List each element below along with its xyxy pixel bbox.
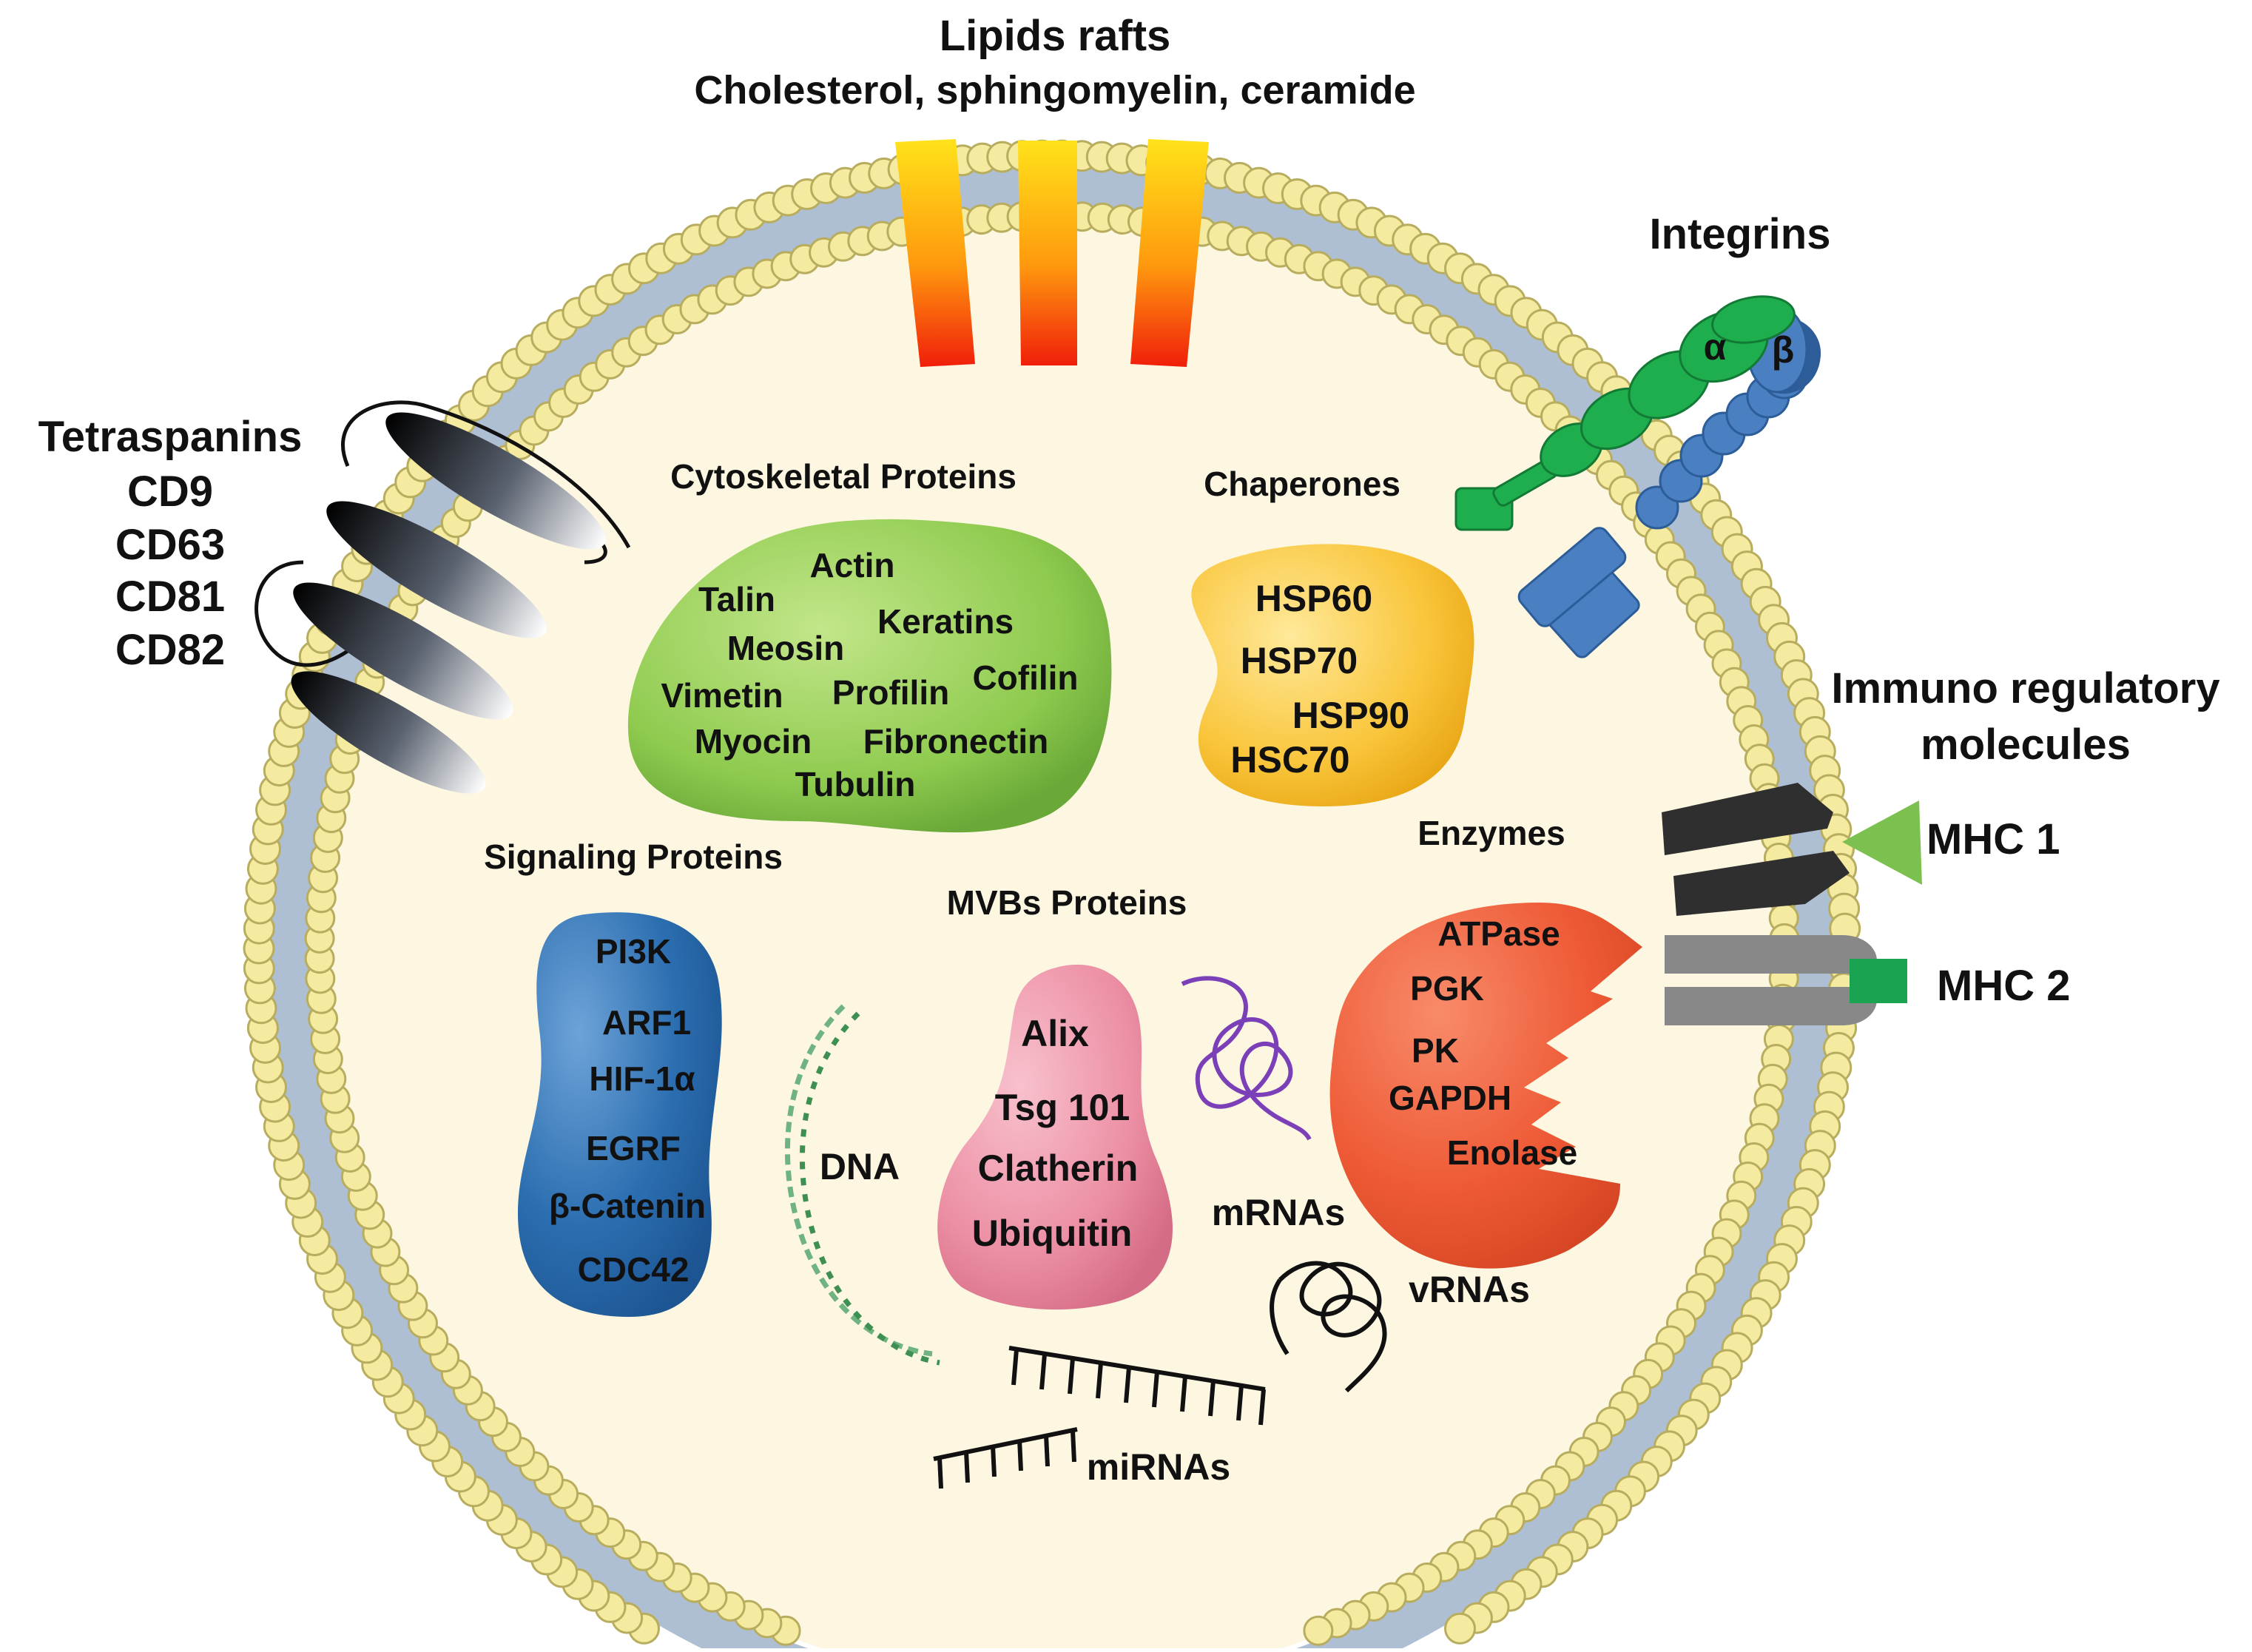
mvbs-ubiquitin: Ubiquitin: [972, 1213, 1133, 1254]
mhc-group: Immuno regulatory molecules MHC 1 MHC 2: [1662, 664, 2220, 1025]
mhc2-label: MHC 2: [1937, 962, 2070, 1010]
enzyme-atpase: ATPase: [1437, 914, 1560, 953]
immuno-title-line1: Immuno regulatory: [1831, 664, 2219, 712]
signaling-title: Signaling Proteins: [484, 837, 783, 876]
membrane-lipid-head: [1444, 1612, 1476, 1645]
mrna-group: mRNAs: [1181, 976, 1346, 1233]
mhc1-label: MHC 1: [1926, 815, 2060, 863]
cytoskeletal-group: Cytoskeletal Proteins Actin Talin Kerati…: [627, 457, 1112, 833]
enzymes-title: Enzymes: [1417, 814, 1565, 852]
signaling-arf1: ARF1: [602, 1003, 691, 1042]
tetraspanin-loop-upper: [341, 400, 631, 549]
signaling-cdc42: CDC42: [578, 1250, 690, 1289]
cytoskeletal-actin: Actin: [810, 546, 895, 584]
enzyme-gapdh: GAPDH: [1389, 1079, 1511, 1117]
signaling-blob: [518, 912, 722, 1317]
enzyme-pk: PK: [1412, 1031, 1459, 1070]
mhc2-receptor-lower: [1665, 987, 1877, 1025]
chaperones-blob: [1191, 544, 1474, 806]
integrins-title: Integrins: [1650, 210, 1831, 258]
cytoskeletal-myocin: Myocin: [695, 722, 812, 761]
signaling-beta-catenin: β-Catenin: [549, 1187, 706, 1225]
mirna-comb-lower: [933, 1427, 1078, 1489]
tetraspanin-loop-lower: [254, 560, 349, 667]
integrin-beta-label: β: [1772, 329, 1795, 371]
enzymes-group: Enzymes ATPase PGK PK GAPDH Enolase: [1329, 814, 1642, 1269]
mhc1-peptide: [1842, 800, 1922, 885]
cytoskeletal-tubulin: Tubulin: [795, 765, 916, 803]
dna-strand-b: [799, 1011, 940, 1366]
tetraspanin-cd9: CD9: [127, 468, 213, 516]
vrnas-label: vRNAs: [1409, 1269, 1530, 1310]
vrna-group: vRNAs: [1270, 1261, 1530, 1393]
cytoskeletal-title: Cytoskeletal Proteins: [670, 457, 1017, 496]
mhc1-receptor-upper: [1662, 783, 1833, 855]
mvbs-blob: [937, 964, 1173, 1310]
signaling-pi3k: PI3K: [596, 932, 671, 971]
tetraspanin-helix-4: [291, 671, 486, 794]
cytoskeletal-blob: [627, 519, 1112, 833]
mhc2-receptor-upper: [1665, 935, 1877, 974]
mvbs-tsg101: Tsg 101: [995, 1087, 1130, 1128]
chaperone-hsp90: HSP90: [1292, 695, 1409, 736]
cytoskeletal-talin: Talin: [698, 580, 775, 618]
dna-group: DNA: [784, 1004, 940, 1366]
mvbs-title: MVBs Proteins: [947, 883, 1187, 922]
vrna-squiggle: [1270, 1261, 1387, 1393]
chaperones-group: Chaperones HSP60 HSP70 HSP90 HSC70: [1191, 465, 1474, 806]
enzyme-enolase: Enolase: [1447, 1133, 1577, 1172]
mrnas-label: mRNAs: [1212, 1192, 1346, 1233]
chaperone-hsp70: HSP70: [1241, 640, 1358, 681]
lipid-raft-group: Lipids rafts Cholesterol, sphingomyelin,…: [694, 12, 1416, 367]
tetraspanin-helix-2: [326, 501, 547, 638]
dna-strand-a: [784, 1004, 933, 1357]
integrin-alpha-label: α: [1704, 326, 1727, 368]
tetraspanin-cd81: CD81: [115, 573, 225, 621]
cytoskeletal-cofilin: Cofilin: [972, 658, 1078, 697]
mirna-group: miRNAs: [933, 1346, 1266, 1489]
tetraspanin-helix-3: [293, 582, 513, 720]
integrin-alpha-chain: [1454, 295, 1796, 531]
lipid-rafts-subtitle: Cholesterol, sphingomyelin, ceramide: [694, 68, 1415, 112]
lipid-raft-bar-3: [1130, 139, 1209, 367]
mhc1-receptor-lower: [1673, 851, 1850, 916]
mirnas-label: miRNAs: [1087, 1446, 1230, 1488]
lipid-raft-bar-1: [895, 139, 975, 367]
integrin-group: Integrins α β: [1454, 210, 1831, 658]
mvbs-clatherin: Clatherin: [978, 1147, 1139, 1189]
chaperone-hsp60: HSP60: [1255, 578, 1372, 619]
signaling-egrf: EGRF: [586, 1129, 681, 1167]
tetraspanins-title: Tetraspanins: [38, 413, 303, 461]
mvbs-alix: Alix: [1021, 1013, 1089, 1054]
immuno-title-line2: molecules: [1921, 721, 2131, 769]
enzyme-pgk: PGK: [1410, 969, 1484, 1008]
cytoskeletal-profilin: Profilin: [832, 673, 949, 712]
tetraspanin-cd82: CD82: [115, 626, 225, 674]
mirna-comb-upper: [1008, 1346, 1266, 1426]
lipid-raft-bar-2: [1018, 141, 1077, 365]
tetraspanin-cd63: CD63: [115, 521, 225, 569]
cytoskeletal-meosin: Meosin: [727, 629, 844, 667]
chaperones-title: Chaperones: [1204, 465, 1400, 503]
signaling-hif1a: HIF-1α: [589, 1059, 695, 1098]
lipid-rafts-title: Lipids rafts: [940, 12, 1171, 60]
enzymes-blob: [1329, 903, 1642, 1269]
mvbs-group: MVBs Proteins Alix Tsg 101 Clatherin Ubi…: [937, 883, 1187, 1310]
cytoskeletal-keratins: Keratins: [877, 602, 1014, 641]
tetraspanin-helix-1: [385, 412, 606, 550]
chaperone-hsc70: HSC70: [1230, 739, 1349, 781]
dna-label: DNA: [820, 1146, 900, 1187]
cytoskeletal-vimetin: Vimetin: [661, 676, 783, 715]
cytoskeletal-fibronectin: Fibronectin: [863, 722, 1048, 761]
mrna-squiggle: [1181, 976, 1312, 1141]
mhc2-peptide: [1850, 959, 1907, 1003]
membrane-lipid-head: [1303, 1615, 1334, 1646]
signaling-group: Signaling Proteins PI3K ARF1 HIF-1α EGRF…: [484, 837, 783, 1317]
tetraspanin-group: Tetraspanins CD9 CD63 CD81 CD82: [38, 400, 631, 794]
